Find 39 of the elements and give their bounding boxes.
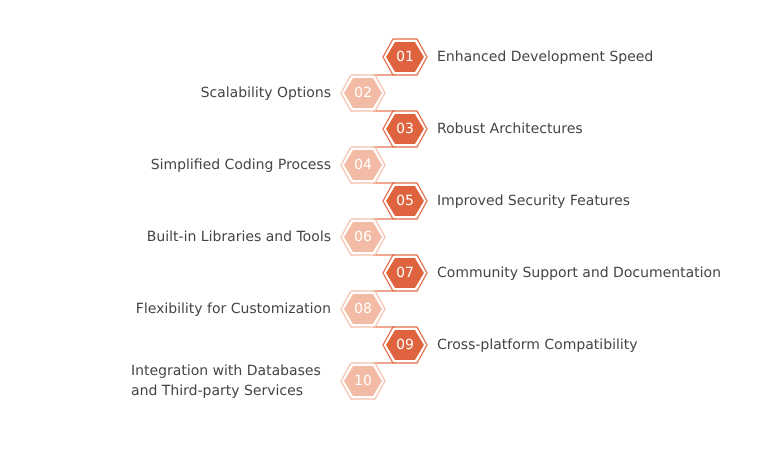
hexagon-badge (341, 219, 385, 255)
hexagon-badge (341, 147, 385, 183)
step-number: 01 (395, 48, 415, 67)
connector-line (372, 110, 396, 112)
feature-label: Integration with Databases and Third-party Services (131, 362, 322, 401)
step-number: 05 (395, 192, 415, 211)
hexagon-badge (341, 363, 385, 399)
connector-line (372, 218, 396, 220)
connector-line (372, 74, 396, 76)
hexagon-badge (341, 291, 385, 327)
feature-label: Built-in Libraries and Tools (146, 228, 331, 247)
connector-line (372, 182, 396, 184)
feature-label: Robust Architectures (437, 120, 583, 139)
step-number: 10 (353, 372, 373, 391)
feature-label: Cross-platform Compatibility (437, 336, 638, 355)
step-number: 09 (395, 336, 415, 355)
hexagon-badge (383, 327, 427, 363)
feature-label: Enhanced Development Speed (437, 48, 654, 67)
hexagon-badge (383, 111, 427, 147)
hexagon-badge (383, 183, 427, 219)
step-number: 04 (353, 156, 373, 175)
feature-label: Improved Security Features (437, 192, 630, 211)
step-number: 02 (353, 84, 373, 103)
connector-line (372, 326, 396, 328)
hexagon-badge (383, 39, 427, 75)
feature-label: Community Support and Documentation (437, 264, 721, 283)
hexagon-badge (341, 75, 385, 111)
connector-line (372, 146, 396, 148)
hexagon-badge (383, 255, 427, 291)
connector-line (372, 290, 396, 292)
connector-line (372, 362, 396, 364)
step-number: 08 (353, 300, 373, 319)
step-number: 06 (353, 228, 373, 247)
connector-line (372, 254, 396, 256)
step-number: 03 (395, 120, 415, 139)
step-number: 07 (395, 264, 415, 283)
feature-label: Scalability Options (200, 84, 331, 103)
feature-label: Simplified Coding Process (150, 156, 331, 175)
feature-label: Flexibility for Customization (136, 300, 331, 319)
